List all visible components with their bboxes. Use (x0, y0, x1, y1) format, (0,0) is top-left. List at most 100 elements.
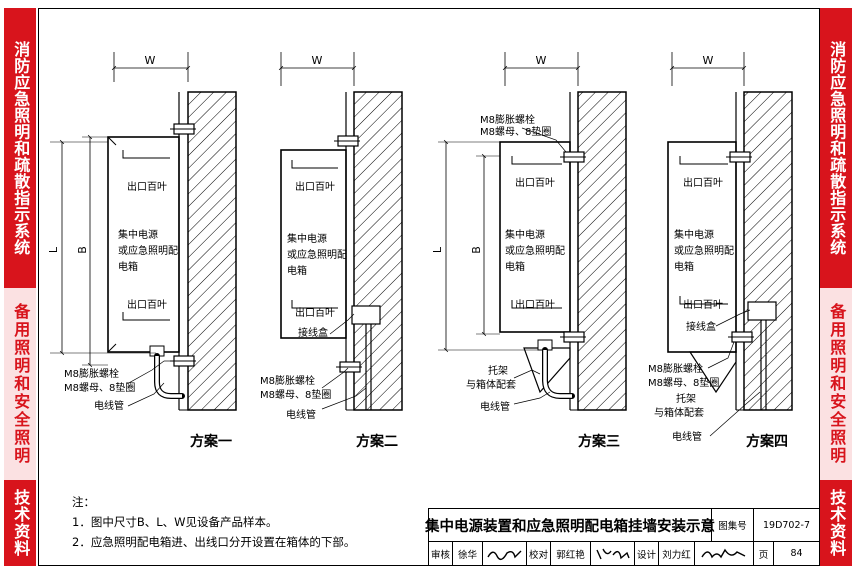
sidebar-section-technical: 技术资料 (4, 480, 36, 566)
designer-signature (695, 542, 754, 566)
sidebar-section-evacuation-right-text: 消防应急照明和疏散指示系统 (827, 40, 847, 256)
scheme-4-bracket (688, 351, 737, 394)
scheme-4-box-label-3: 电箱 (674, 260, 694, 273)
scheme-2-box-label-1: 集中电源 (287, 232, 327, 245)
scheme-4-box-label-2: 或应急照明配 (674, 244, 734, 257)
sidebar-section-evacuation-right: 消防应急照明和疏散指示系统 (820, 8, 852, 288)
notes: 注： 1．图中尺寸B、L、W见设备产品样本。 2．应急照明配电箱进、出线口分开设… (72, 492, 355, 552)
scheme-1-caption: 方案一 (190, 433, 232, 450)
atlas-number: 19D702-7 (754, 509, 820, 542)
checker-name: 郭红艳 (551, 542, 591, 566)
scheme-2-louver-bottom: 出口百叶 (295, 306, 335, 319)
scheme-2-caption: 方案二 (356, 433, 398, 450)
sidebar-section-standby-right: 备用照明和安全照明 (820, 288, 852, 480)
sidebar-section-standby-text: 备用照明和安全照明 (11, 303, 31, 465)
scheme-3-dim-b: B (470, 246, 483, 254)
scheme-4-bracket-label-2: 与箱体配套 (654, 406, 704, 419)
scheme-4-bracket-label: 托架 (676, 392, 696, 405)
scheme-2-drawing (278, 52, 403, 411)
scheme-4-box-label-1: 集中电源 (674, 228, 714, 241)
sidebar-section-technical-right-text: 技术资料 (827, 489, 847, 557)
scheme-4-caption: 方案四 (746, 433, 788, 450)
page-label: 页 (754, 542, 774, 566)
scheme-1-dim-w: W (145, 54, 156, 67)
sidebar-section-technical-text: 技术资料 (11, 489, 31, 557)
scheme-3-nut-label: M8螺母、8垫圈 (480, 125, 551, 138)
scheme-4-bolt-label: M8膨胀螺栓 (648, 362, 703, 375)
scheme-3-bracket-label: 托架 (488, 364, 508, 377)
scheme-3-bolt-label: M8膨胀螺栓 (480, 113, 535, 126)
page-number: 84 (774, 542, 820, 566)
scheme-1-louver-top: 出口百叶 (127, 180, 167, 193)
scheme-4-louver-bottom: 出口百叶 (683, 298, 723, 311)
review-label: 审核 (429, 542, 453, 566)
scheme-3-dim-l: L (431, 246, 444, 253)
scheme-3-bracket (523, 347, 571, 394)
note-2: 2．应急照明配电箱进、出线口分开设置在箱体的下部。 (72, 535, 356, 549)
design-label: 设计 (635, 542, 659, 566)
scheme-2-box-label-2: 或应急照明配 (287, 248, 347, 261)
scheme-1-cabinet (107, 136, 180, 353)
scheme-1-box-label-1: 集中电源 (118, 228, 158, 241)
checker-signature (591, 542, 635, 566)
scheme-3-louver-bottom: 出口百叶 (515, 298, 555, 311)
reviewer-signature (483, 542, 527, 566)
designer-signature-mark (701, 548, 746, 558)
scheme-3-wall (577, 91, 627, 411)
scheme-4-wall (743, 91, 793, 411)
scheme-3-drawing (438, 52, 627, 411)
sidebar-section-technical-right: 技术资料 (820, 480, 852, 566)
scheme-1-box-label-2: 或应急照明配 (118, 244, 178, 257)
scheme-1-nut-label: M8螺母、8垫圈 (64, 381, 135, 394)
scheme-3-conduit-label: 电线管 (480, 400, 510, 413)
scheme-3-bracket-label-2: 与箱体配套 (466, 378, 516, 391)
scheme-1-box-label-3: 电箱 (118, 260, 138, 273)
scheme-2-conduit-label: 电线管 (286, 408, 316, 421)
scheme-4-drawing (667, 52, 793, 437)
note-1: 1．图中尺寸B、L、W见设备产品样本。 (72, 515, 278, 529)
scheme-4-conduit-label: 电线管 (672, 430, 702, 443)
drawing-title: 集中电源装置和应急照明配电箱挂墙安装示意 (425, 509, 715, 542)
scheme-1-drawing (50, 52, 237, 411)
scheme-2-dim-w: W (312, 54, 323, 67)
scheme-3-cabinet (499, 141, 571, 333)
designer-name: 刘力红 (659, 542, 695, 566)
sidebar-section-evacuation-text: 消防应急照明和疏散指示系统 (11, 40, 31, 256)
scheme-3-box-label-2: 或应急照明配 (505, 244, 565, 257)
scheme-2-wall (353, 91, 403, 411)
scheme-2-junction-box (351, 305, 381, 325)
scheme-4-louver-top: 出口百叶 (683, 176, 723, 189)
scheme-2-nut-label: M8螺母、8垫圈 (260, 388, 331, 401)
left-sidebar: 消防应急照明和疏散指示系统 备用照明和安全照明 技术资料 (4, 8, 36, 566)
scheme-2-box-label-3: 电箱 (287, 264, 307, 277)
checker-signature-mark (595, 548, 630, 559)
scheme-2-louver-top: 出口百叶 (295, 180, 335, 193)
scheme-3-dim-w: W (536, 54, 547, 67)
scheme-3-caption: 方案三 (578, 433, 620, 450)
scheme-1-wall (187, 91, 237, 411)
scheme-4-dim-w: W (703, 54, 714, 67)
sidebar-section-evacuation: 消防应急照明和疏散指示系统 (4, 8, 36, 288)
atlas-label: 图集号 (712, 509, 754, 542)
scheme-4-junction-label: 接线盒 (686, 320, 716, 333)
check-label: 校对 (527, 542, 551, 566)
scheme-1-conduit-label: 电线管 (94, 399, 124, 412)
scheme-3-box-label-1: 集中电源 (505, 228, 545, 241)
scheme-3-box-label-3: 电箱 (505, 260, 525, 273)
scheme-1-bolt-label: M8膨胀螺栓 (64, 367, 119, 380)
reviewer-signature-mark (486, 550, 521, 560)
scheme-2-bolt-label: M8膨胀螺栓 (260, 374, 315, 387)
scheme-2-junction-label: 接线盒 (298, 326, 328, 339)
scheme-4-nut-label: M8螺母、8垫圈 (648, 376, 719, 389)
scheme-3-louver-top: 出口百叶 (515, 176, 555, 189)
right-sidebar: 消防应急照明和疏散指示系统 备用照明和安全照明 技术资料 (820, 8, 852, 566)
title-block: 集中电源装置和应急照明配电箱挂墙安装示意 图集号 19D702-7 审核 徐华 … (425, 508, 820, 566)
notes-heading: 注： (72, 495, 95, 509)
scheme-4-junction-box (747, 301, 777, 321)
sidebar-section-standby-right-text: 备用照明和安全照明 (827, 303, 847, 465)
sidebar-section-standby: 备用照明和安全照明 (4, 288, 36, 480)
scheme-2-cabinet (280, 149, 347, 339)
scheme-1-dim-l: L (47, 246, 60, 253)
scheme-1-dim-b: B (76, 246, 89, 254)
